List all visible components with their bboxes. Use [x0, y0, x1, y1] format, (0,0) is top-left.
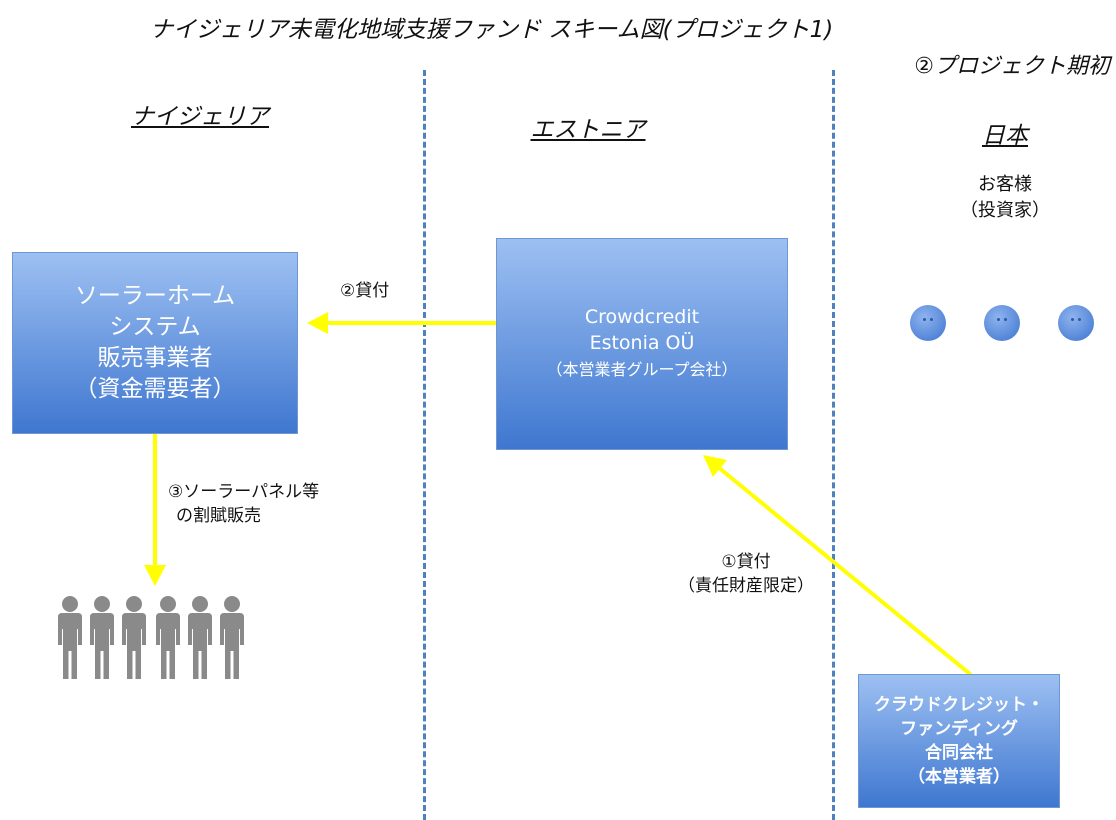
- column-heading-nigeria: ナイジェリア: [131, 104, 269, 130]
- funding-line-1: クラウドクレジット・: [874, 695, 1044, 715]
- region-divider-right: [832, 70, 835, 820]
- solar-seller-line-1: ソーラーホーム: [74, 283, 236, 309]
- estonia-line-1: Crowdcredit: [584, 306, 700, 328]
- customers-line-1: お客様: [978, 174, 1032, 195]
- diagram-title: ナイジェリア未電化地域支援ファンド スキーム図(プロジェクト1): [150, 17, 834, 43]
- crowdcredit-estonia-box: Crowdcredit Estonia OÜ （本営業者グループ会社）: [496, 238, 788, 450]
- column-heading-estonia: エストニア: [530, 117, 646, 143]
- arrow-loan-1: [703, 455, 972, 676]
- people-group-icon: [58, 596, 244, 679]
- funding-line-2: ファンディング: [900, 719, 1018, 739]
- loan-2-label: ②貸付: [340, 281, 390, 301]
- estonia-line-3: （本営業者グループ会社）: [546, 360, 738, 379]
- installment-sale-line-2: の割賦販売: [176, 506, 261, 526]
- solar-home-seller-box: ソーラーホーム システム 販売事業者 （資金需要者）: [12, 252, 298, 434]
- investor-face-icon: [984, 305, 1020, 341]
- loan-1-label: ①貸付 （責任財産限定）: [656, 550, 836, 598]
- estonia-line-2: Estonia OÜ: [589, 332, 695, 354]
- diagram-subtitle: ②プロジェクト期初: [914, 54, 1110, 79]
- loan-1-line-2: （責任財産限定）: [678, 576, 814, 596]
- column-heading-japan: 日本: [982, 123, 1028, 149]
- customers-line-2: （投資家）: [960, 200, 1050, 221]
- customers-label: お客様 （投資家）: [930, 172, 1080, 224]
- funding-line-3: 合同会社: [925, 743, 993, 763]
- arrow-installment-sale: [144, 430, 166, 586]
- arrow-loan-2: [307, 312, 498, 334]
- installment-sale-line-1: ③ソーラーパネル等: [168, 482, 320, 502]
- solar-seller-line-3: 販売事業者: [97, 345, 213, 371]
- funding-line-4: （本営業者）: [908, 767, 1010, 787]
- loan-1-line-1: ①貸付: [721, 552, 771, 572]
- investor-face-icon: [1058, 305, 1094, 341]
- region-divider-left: [423, 70, 426, 820]
- crowdcredit-funding-box: クラウドクレジット・ ファンディング 合同会社 （本営業者）: [858, 674, 1060, 808]
- installment-sale-label: ③ソーラーパネル等 の割賦販売: [168, 480, 319, 528]
- solar-seller-line-2: システム: [109, 314, 201, 340]
- solar-seller-line-4: （資金需要者）: [74, 376, 236, 402]
- investor-face-icon: [910, 305, 946, 341]
